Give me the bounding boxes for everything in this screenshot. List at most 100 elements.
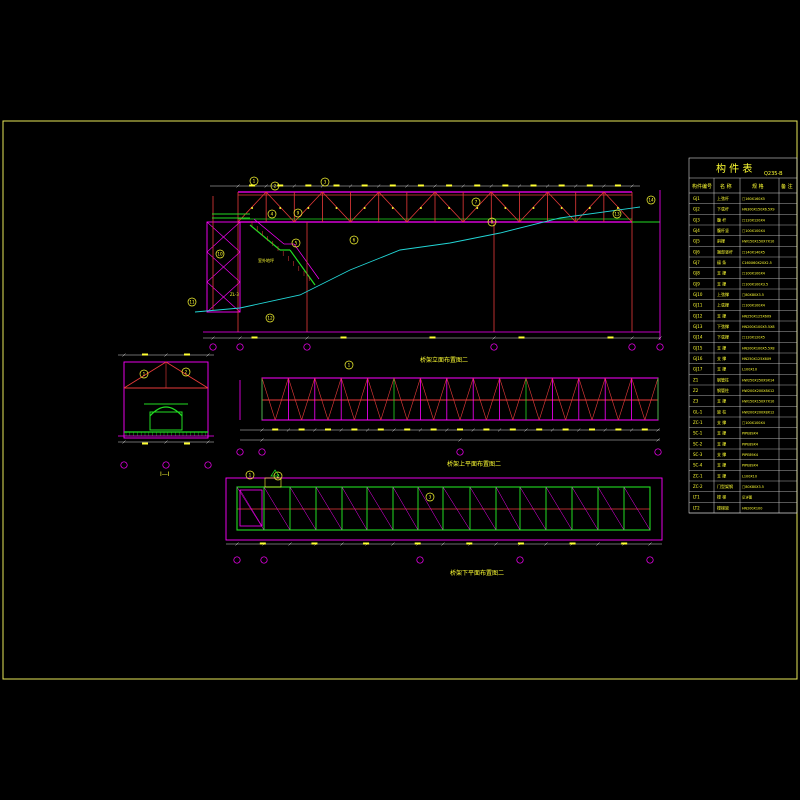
top-plan-brace [552, 377, 566, 421]
bottom-plan-brace [571, 486, 599, 531]
member-id: GJ15 [693, 345, 703, 350]
member-spec: HN250X125X6X9 [742, 314, 771, 318]
dimension-tick [630, 184, 634, 188]
panel-node [419, 207, 422, 209]
dimension-text [333, 184, 340, 187]
member-spec: □100X100X4 [742, 421, 765, 425]
member-spec: HN200X100X5.5X8 [742, 346, 775, 350]
dimension-text [621, 542, 628, 545]
dimension-tick [320, 184, 325, 188]
dimension-text [502, 184, 509, 187]
member-spec: 见详图 [742, 495, 753, 500]
axis-bubble [490, 343, 498, 351]
member-id: LT2 [693, 505, 700, 510]
top-chord-plan-view: 1 [236, 360, 662, 456]
axis-bubble [209, 343, 217, 351]
member-spec: C160X60X20X2.5 [742, 261, 772, 265]
callout-label: 1 [143, 372, 146, 377]
member-name: 钢管柱 [717, 376, 729, 382]
dimension-text [509, 428, 516, 431]
member-id: GJ4 [693, 228, 700, 233]
dimension-tick [603, 428, 607, 432]
dimension-text [517, 542, 524, 545]
dimension-text [251, 336, 258, 339]
dimension-tick [524, 428, 528, 432]
top-plan-brace [565, 377, 580, 421]
member-spec: HN250X125X6X9 [742, 357, 771, 361]
member-name: 支 撑 [717, 355, 726, 361]
callout-label: 3 [324, 180, 327, 185]
member-name: 上弦撑 [717, 291, 729, 297]
member-spec: HN300X150X6.5X9 [742, 208, 775, 212]
member-name: 上弦杆 [717, 195, 729, 201]
callout-label: 14 [648, 198, 654, 203]
panel-node [560, 207, 563, 209]
top-plan-brace [327, 377, 342, 421]
dimension-tick [122, 353, 126, 357]
stair-handrail [253, 218, 285, 245]
elevation-callout [471, 197, 481, 207]
member-name: 下弦撑 [717, 334, 729, 340]
member-name: 支 撑 [717, 366, 726, 372]
bottom-plan-brace [341, 486, 368, 531]
stair-stringer [289, 249, 316, 286]
top-plan-brace [578, 377, 593, 421]
top-plan-brace [591, 377, 606, 421]
member-table-header-name: 名 称 [720, 183, 732, 190]
dimension-text [351, 428, 358, 431]
member-id: GJ7 [693, 260, 700, 265]
callout-label: 1 [253, 179, 256, 184]
elevation-callout [291, 238, 301, 248]
member-name: 钢管柱 [717, 387, 729, 393]
member-id: GJ1 [693, 196, 700, 201]
member-name: 支 撑 [717, 312, 726, 318]
top-plan-brace [354, 377, 368, 421]
callout-label: 13 [614, 212, 620, 217]
bottom-plan-brace [289, 486, 317, 531]
dimension-tick [494, 542, 498, 546]
dimension-tick [574, 184, 578, 188]
tower-brace [206, 221, 241, 253]
panel-node [448, 207, 451, 209]
dimension-text [340, 336, 347, 339]
axis-bubble [236, 448, 244, 456]
bottom-plan-brace [392, 486, 419, 531]
dimension-text [429, 336, 436, 339]
tower-brace [206, 251, 241, 283]
axis-bubble [236, 343, 244, 351]
member-id: SC-4 [693, 463, 703, 468]
dimension-text [184, 353, 190, 356]
member-spec: L100X10 [742, 368, 757, 372]
dimension-text [417, 184, 424, 187]
member-spec: □100X100X3.5 [742, 282, 768, 286]
bottom-plan-title: 桥架下平面布置图二 [450, 569, 504, 577]
member-spec: PIPE89X4 [742, 442, 758, 446]
member-spec: □80X80X3.5 [742, 293, 764, 297]
elevation-title: 桥架立面布置图二 [420, 356, 468, 364]
dimension-tick [656, 438, 660, 442]
dimension-tick [405, 184, 409, 188]
top-plan-brace [618, 377, 632, 421]
elevation-callout [293, 208, 303, 218]
elevation-note: ZL-3 [230, 292, 239, 297]
dimension-text [277, 184, 284, 187]
axis-bubble [656, 343, 664, 351]
member-spec: □140X140X5 [742, 250, 765, 254]
panel-node [504, 207, 507, 209]
dimension-tick [238, 336, 242, 340]
elevation-callout [187, 297, 197, 307]
dimension-text [614, 184, 621, 187]
dimension-tick [550, 428, 555, 432]
axis-bubble [204, 461, 212, 469]
member-spec: PIPE89X4 [742, 453, 758, 457]
top-plan-title: 桥架上平面布置图二 [447, 460, 501, 468]
top-plan-brace [314, 377, 329, 421]
callout-label: 1 [249, 473, 252, 478]
member-table-header-id: 构件编号 [692, 183, 712, 190]
dimension-tick [461, 184, 465, 188]
elevation-callout [320, 177, 330, 187]
bottom-plan-brace [519, 486, 547, 531]
dimension-text [377, 428, 384, 431]
axis-bubble [233, 556, 241, 564]
